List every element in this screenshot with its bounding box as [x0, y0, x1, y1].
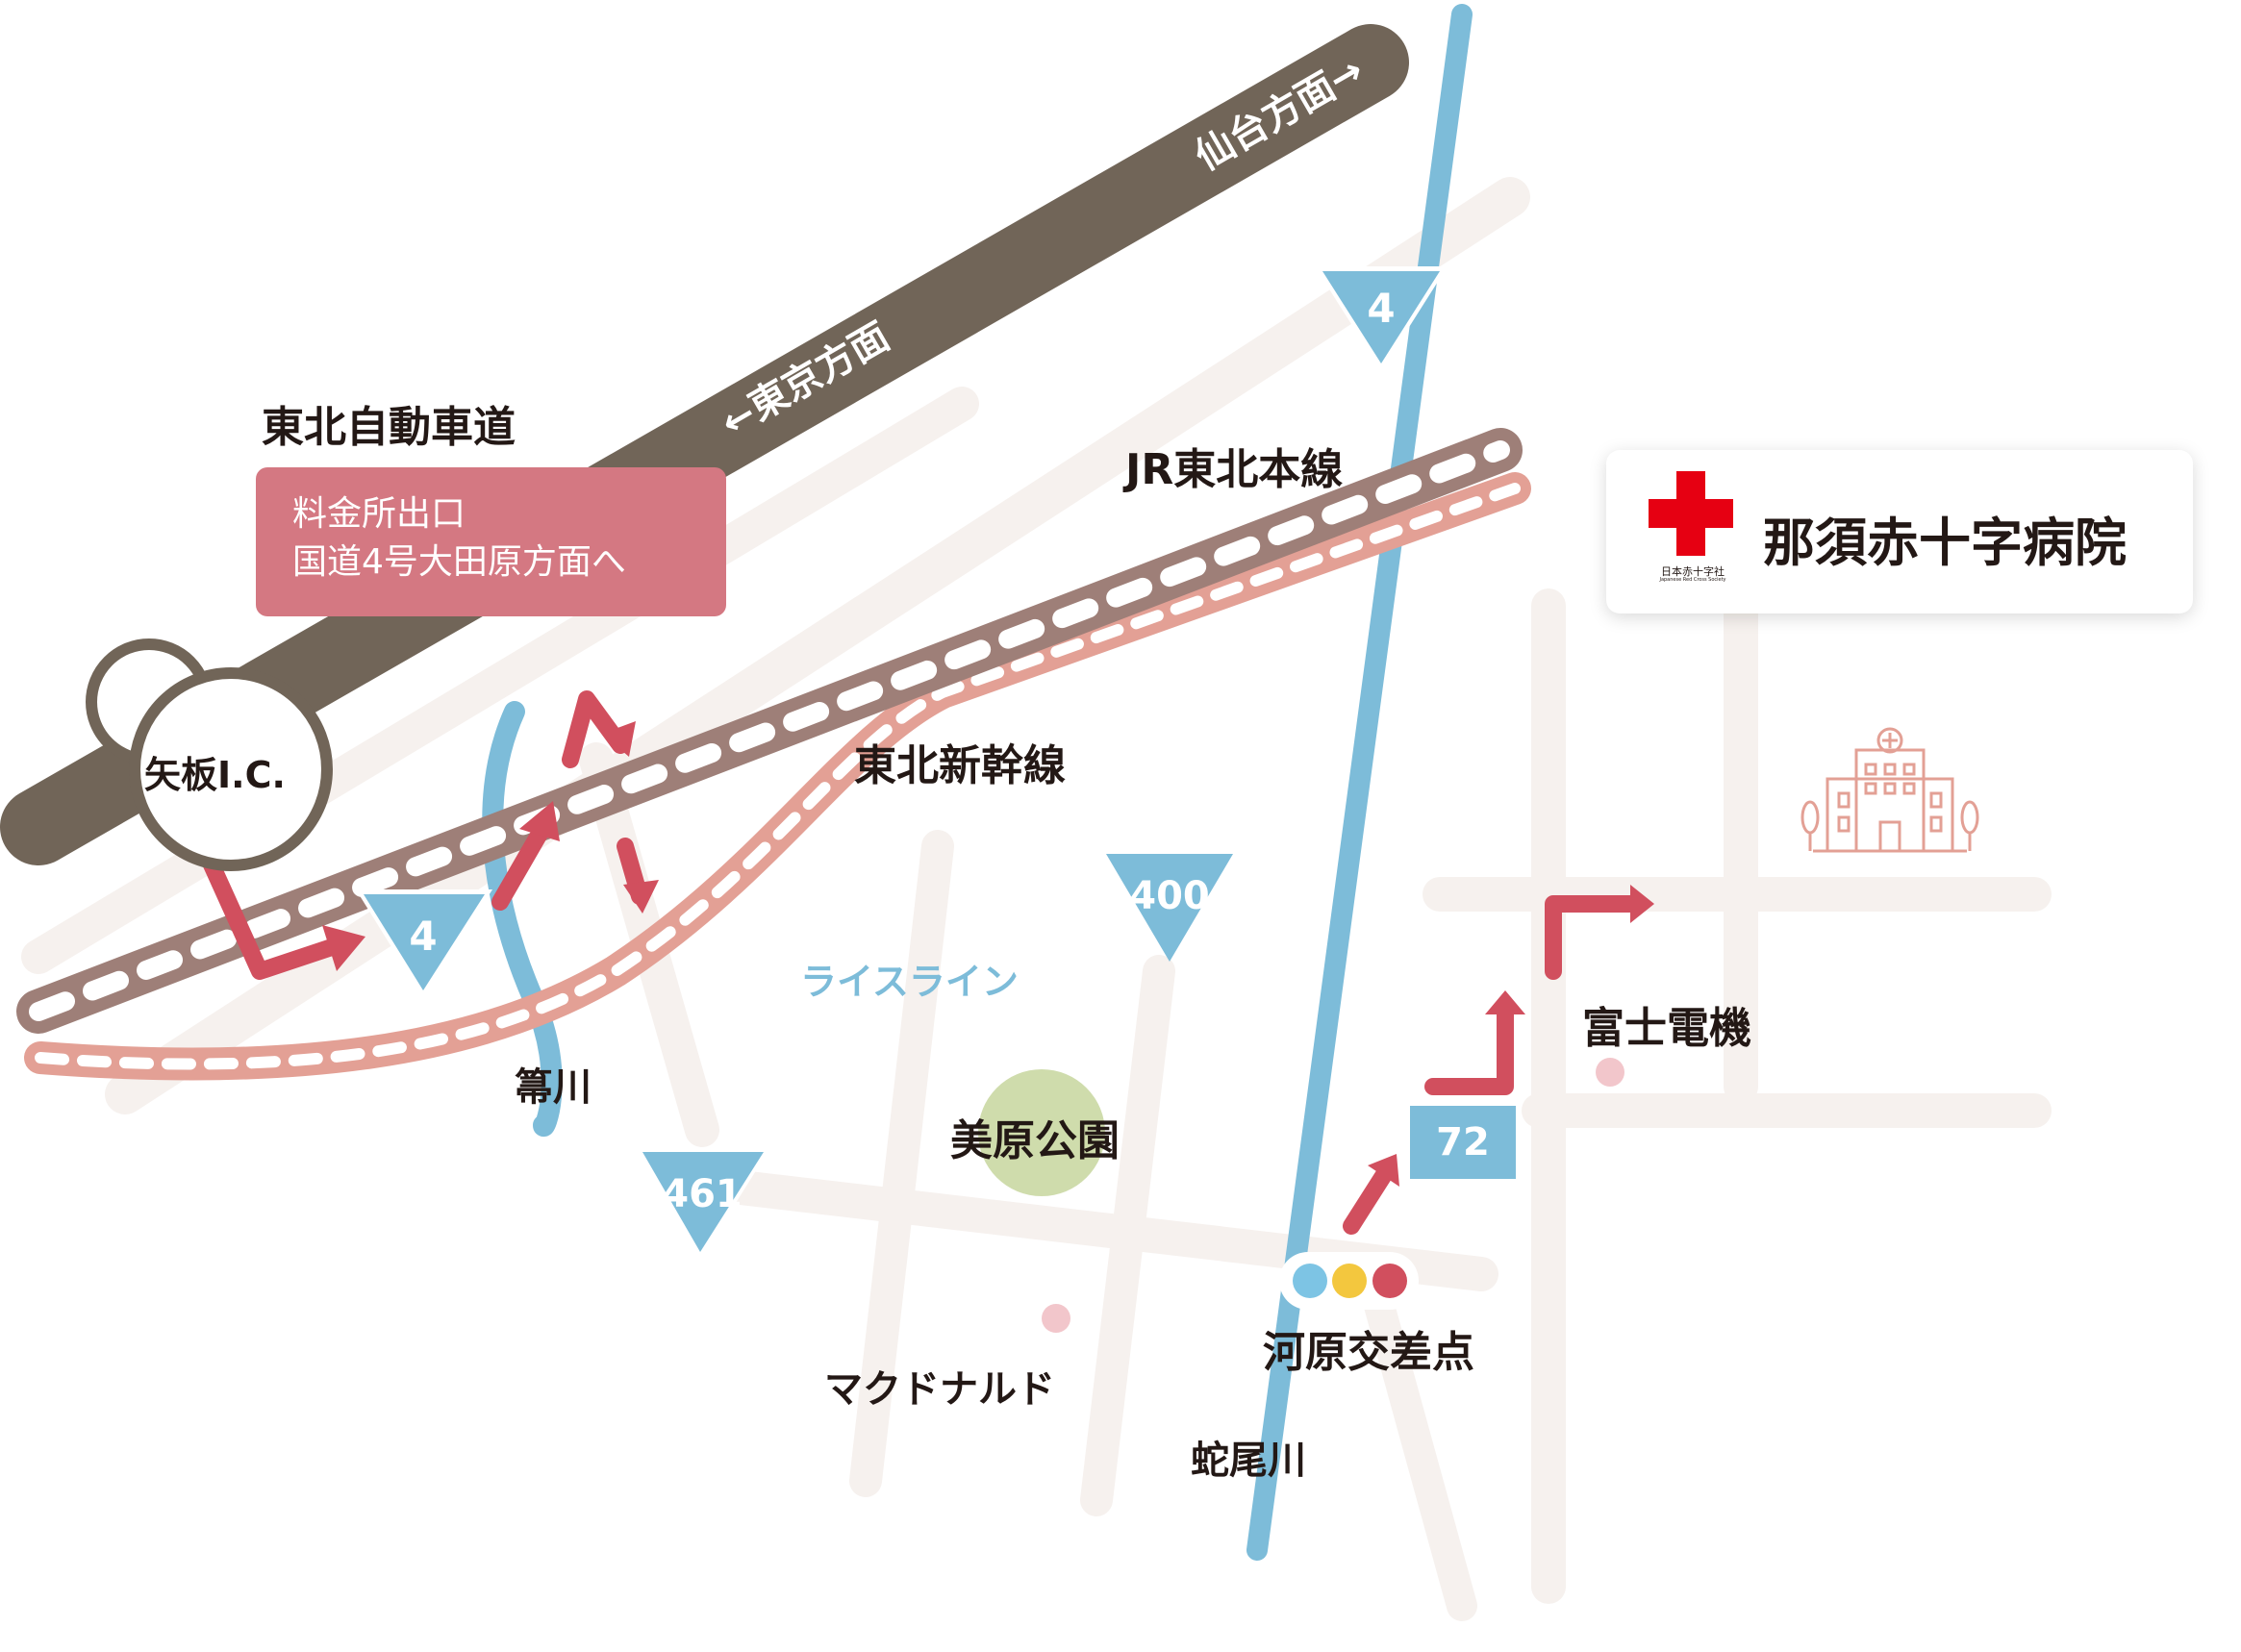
route-arrowheads: [322, 721, 1654, 1187]
svg-text:4: 4: [409, 913, 437, 960]
jrc-logo-subtext: Japanese Red Cross Society: [1659, 577, 1726, 583]
fuji-denki-marker: [1596, 1058, 1624, 1087]
mcdonalds-marker: [1042, 1304, 1070, 1333]
hospital-building-icon: [1800, 727, 1979, 853]
intersection-label: 河原交差点: [1263, 1328, 1474, 1377]
exit-line-1: 料金所出口: [292, 494, 466, 534]
river-hoki-label: 箒川: [515, 1065, 592, 1110]
red-cross-logo-icon: 日本赤十字社 Japanese Red Cross Society: [1645, 471, 1741, 585]
expressway-label: 東北自動車道: [262, 403, 516, 452]
route-400-shield: 400: [1106, 854, 1233, 962]
mcdonalds-label: マクドナルド: [824, 1367, 1055, 1412]
callout-pointer: [1933, 606, 2058, 760]
hospital-callout: 日本赤十字社 Japanese Red Cross Society 那須赤十字病…: [1606, 450, 2193, 613]
route-4-north-shield: 4: [1315, 266, 1448, 371]
exit-line-2: 国道4号大田原方面へ: [292, 542, 626, 582]
jrc-logo-text: 日本赤十字社: [1661, 565, 1725, 578]
shinkansen-label: 東北新幹線: [854, 741, 1066, 790]
fuji-denki-label: 富士電機: [1582, 1004, 1751, 1053]
route-4-west-shield: 4: [356, 889, 492, 998]
route-arrows: [184, 690, 1639, 1235]
svg-text:400: 400: [1129, 874, 1210, 918]
river-hoki: [482, 701, 563, 1138]
rice-line-label: ライスライン: [800, 961, 1019, 1003]
river-jabi-label: 蛇尾川: [1191, 1439, 1306, 1483]
svg-text:461: 461: [662, 1172, 743, 1216]
interchange-label: 矢板I.C.: [144, 754, 286, 796]
svg-text:4: 4: [1367, 285, 1395, 332]
route-72-sign: 72: [1404, 1100, 1522, 1185]
route-461-shield: 461: [637, 1149, 769, 1260]
jr-line: [16, 428, 1523, 1034]
exit-instructions-box: 料金所出口 国道4号大田原方面へ: [256, 467, 726, 616]
jr-line-label: JR東北本線: [1125, 445, 1344, 494]
traffic-light-icon: [1279, 1252, 1419, 1310]
hospital-name: 那須赤十字病院: [1763, 513, 2127, 573]
park-area: [978, 1069, 1105, 1196]
interchange-marker: [86, 638, 333, 871]
park-label: 美原公園: [950, 1116, 1120, 1165]
shinkansen-line: [24, 472, 1531, 1081]
